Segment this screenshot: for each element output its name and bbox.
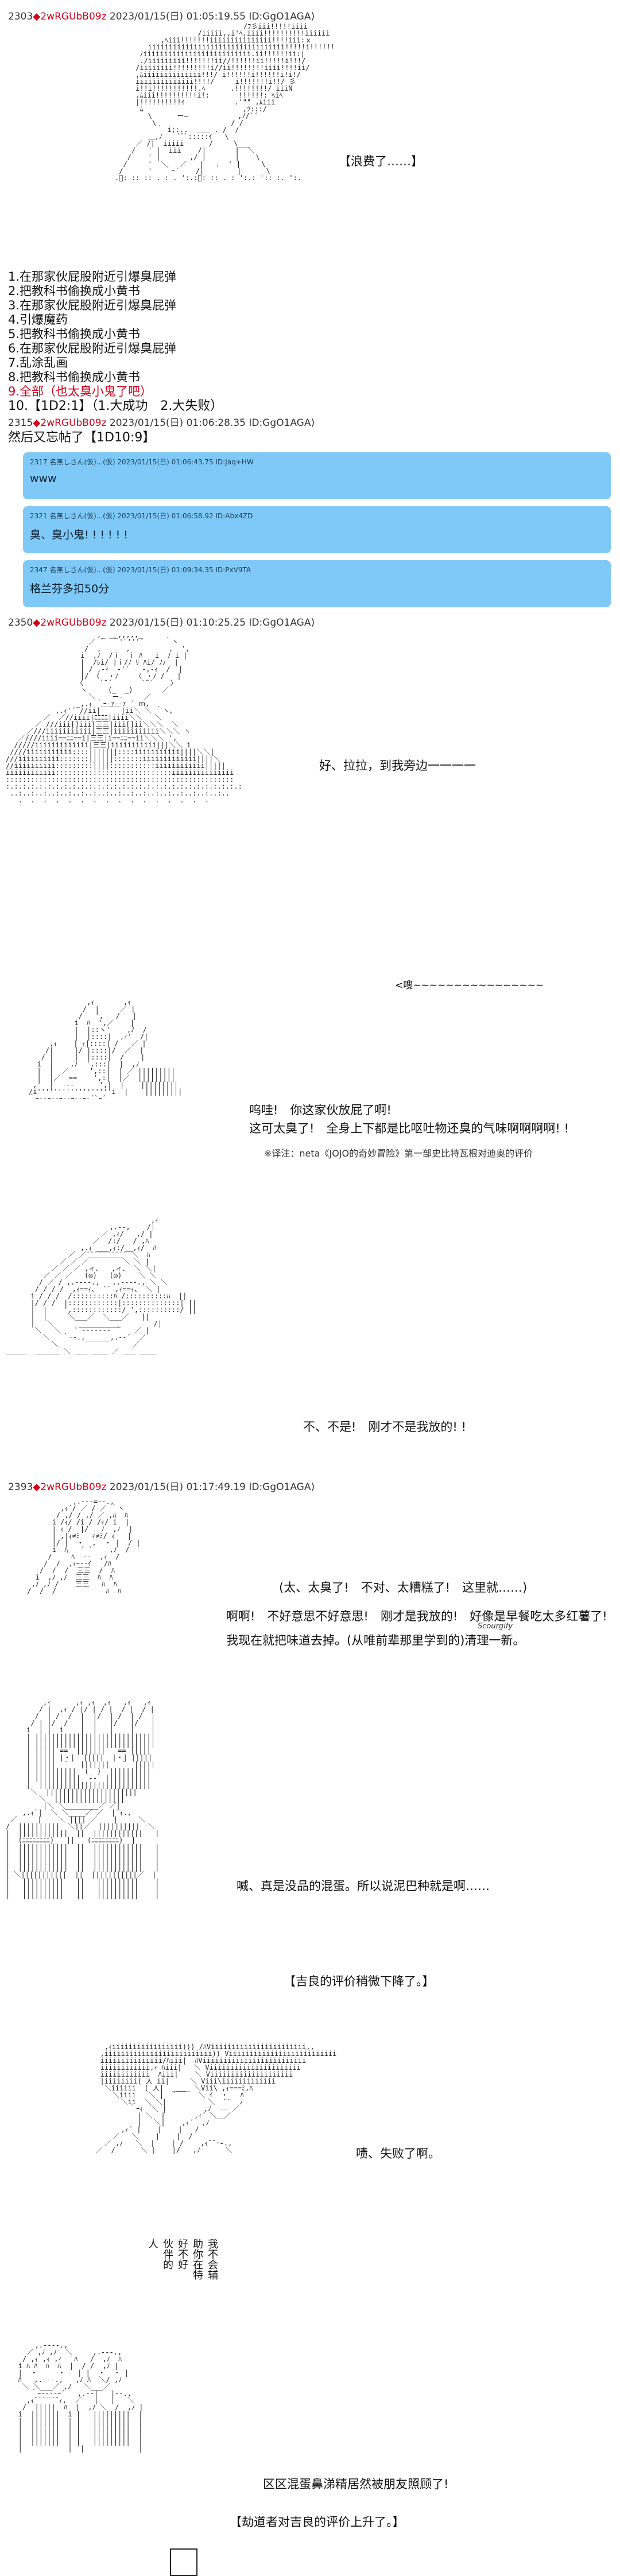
reply-card[interactable]: 2347 名無しさん(仮)...(仮) 2023/01/15(日) 01:09:… xyxy=(23,560,611,607)
caption-fail: 啧、失败了啊。 xyxy=(356,2147,440,2160)
ascii-art-laughing-figure: ,.-‐‐-., ／ ,ﾉ ,ﾉ ＼ ,.-‐-., / ,ｨ ,ｨ ,ｨ ﾊ … xyxy=(18,2342,144,2453)
page-marker-box xyxy=(170,2548,197,2576)
ascii-art-denial-figure: ,ｨ ,.-‐, /| ／ ,ｨ/ ,/ | ／ /:/ / ,ﾊ ,.ｨ __… xyxy=(6,1217,197,1355)
option-item: 1.在那家伙屁股附近引爆臭屁弹 xyxy=(8,270,177,284)
caption-not-me: 不、不是! 刚才不是我放的! ! xyxy=(303,1420,466,1434)
ascii-art-figure: /ﾌ彡iii!!!!!iiii /iiiii,,i'ﾍ,iiii!!!!!!!!… xyxy=(115,23,333,182)
ascii-art-fail-figure: ,ｨiiiiiiiiiiiiiiiii))) /ﾊViiiiiiiiiiiiii… xyxy=(96,2043,337,2154)
reply-header: 2321 名無しさん(仮)...(仮) 2023/01/15(日) 01:06:… xyxy=(30,512,253,520)
caption-okay: 好、拉拉，到我旁边一一一一 xyxy=(319,759,476,773)
post-header: 2350◆2wRGUbB09z 2023/01/15(日) 01:10:25.2… xyxy=(8,617,315,629)
reply-body: 格兰芬多扣50分 xyxy=(30,583,110,595)
caption-waste: 【浪费了……】 xyxy=(339,154,423,168)
option-item: 8.把教科书偷换成小黄书 xyxy=(8,370,141,384)
ascii-art-group-scene: ,_ __,,,,,_ ／ ´ ｀'¨'''´ ｀ヽ / , , , ', i … xyxy=(6,631,242,804)
caption-rise: 【劫道者对吉良的评价上升了。】 xyxy=(230,2515,405,2529)
caption-friend: 区区混蛋鼻涕精居然被朋友照顾了! xyxy=(263,2477,449,2491)
reply-body: 臭、臭小鬼! ! ! ! ! ! xyxy=(30,529,128,541)
reply-body: www xyxy=(30,472,57,485)
reply-header: 2317 名無しさん(仮)...(仮) 2023/01/15(日) 01:06:… xyxy=(30,458,254,466)
option-item-roll: 10.【1D2:1】（1.大成功 2.大失败） xyxy=(8,399,223,413)
ascii-art-sneer-figure: ,ｨ ,ｨ ,ｨ ,ｨ ,ｨ ,ｨ / | ,ｨ / |/ | / | / | … xyxy=(6,1699,160,1899)
post-header: 2303◆2wRGUbB09z 2023/01/15(日) 01:05:19.5… xyxy=(8,11,315,22)
caption-drat: 喊、真是没品的混蛋。所以说泥巴种就是啊…… xyxy=(237,1879,490,1893)
vertical-dialogue: 我不会辅 助你在特 好不好 伙伴的 人 xyxy=(146,2239,218,2280)
ascii-art-stinky-figure: ,ｨ ,ｨ / | ／ | / ', / | i ﾊ ',／ | | |::ヽ'… xyxy=(29,999,183,1103)
reply-header: 2347 名無しさん(仮)...(仮) 2023/01/15(日) 01:09:… xyxy=(30,566,251,574)
spell-label: Scourgify xyxy=(478,1622,513,1631)
dice-result: 然后又忘帖了【1D10:9】 xyxy=(8,430,156,445)
heart-icon: ◆ xyxy=(33,417,41,429)
reply-card[interactable]: 2321 名無しさん(仮)...(仮) 2023/01/15(日) 01:06:… xyxy=(23,506,611,553)
option-item: 5.把教科书偷换成小黄书 xyxy=(8,327,141,341)
caption-oops: (太、太臭了! 不对、太糟糕了! 这里就……) xyxy=(279,1581,528,1595)
translator-note: ※译注：neta《JOJO的奇妙冒险》第一部史比特瓦根对迪奥的评价 xyxy=(264,1148,533,1159)
caption-drop: 【吉良的评价稍微下降了。】 xyxy=(284,1974,435,1988)
caption-stinky-2: 这可太臭了! 全身上下都是比呕吐物还臭的气味啊啊啊啊! ! xyxy=(249,1122,569,1135)
ascii-art-worried-figure: ,.-‐‐=‐-., ,ｨ´/ ／ / ／ ｀ヽ / ,/ / ,/ ／ ,ﾊ … xyxy=(27,1498,141,1595)
option-item: 2.把教科书偷换成小黄书 xyxy=(8,284,141,298)
option-item: 3.在那家伙屁股附近引爆臭屁弹 xyxy=(8,298,177,312)
option-item-selected: 9.全部（也太臭小鬼了吧） xyxy=(8,385,153,398)
option-item: 6.在那家伙屁股附近引爆臭屁弹 xyxy=(8,342,177,355)
caption-sorry-1: 啊啊! 不好意思不好意思! 刚才是我放的! 好像是早餐吃太多红薯了! xyxy=(226,1609,607,1623)
option-item: 7.乱涂乱画 xyxy=(8,356,68,370)
caption-stinky-1: 呜哇! 你这家伙放屁了啊! xyxy=(249,1103,392,1117)
post-header: 2315◆2wRGUbB09z 2023/01/15(日) 01:06:28.3… xyxy=(8,417,315,429)
post-header: 2393◆2wRGUbB09z 2023/01/15(日) 01:17:49.1… xyxy=(8,1481,315,1493)
option-item: 4.引爆魔药 xyxy=(8,313,68,327)
option-list: 1.在那家伙屁股附近引爆臭屁弹 2.把教科书偷换成小黄书 3.在那家伙屁股附近引… xyxy=(8,270,223,413)
heart-icon: ◆ xyxy=(33,11,41,22)
caption-whoosh: <嗖~~~~~~~~~~~~~~~~ xyxy=(395,980,544,991)
reply-card[interactable]: 2317 名無しさん(仮)...(仮) 2023/01/15(日) 01:06:… xyxy=(23,452,611,499)
caption-sorry-2: 我现在就把味道去掉。(从唯前辈那里学到的)清理一新。 xyxy=(226,1634,525,1647)
heart-icon: ◆ xyxy=(33,617,41,629)
heart-icon: ◆ xyxy=(33,1481,41,1493)
